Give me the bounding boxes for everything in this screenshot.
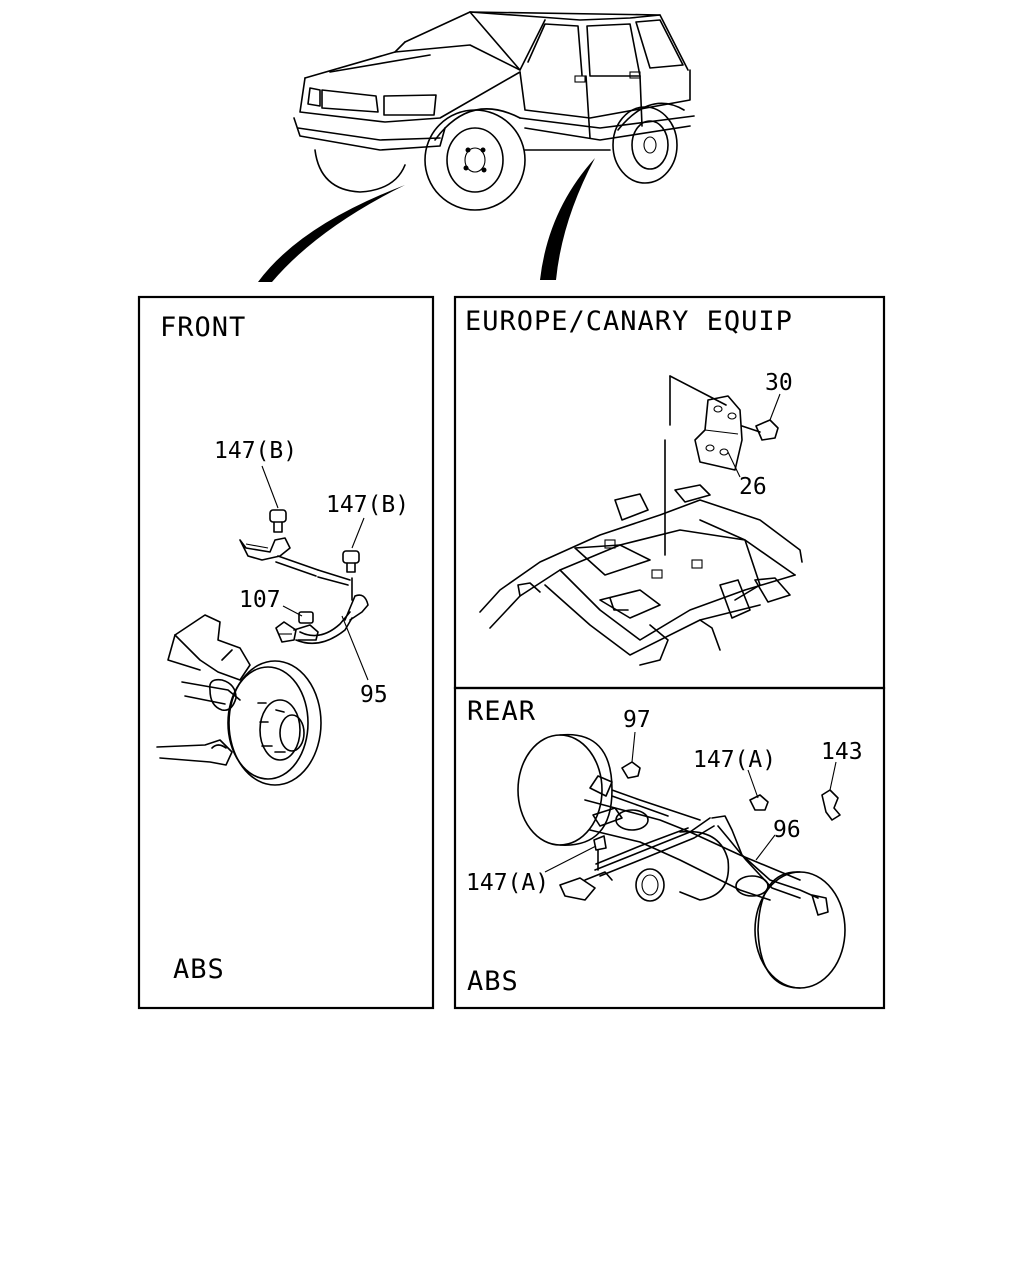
callout-30: 30 <box>765 370 793 396</box>
callout-26: 26 <box>739 474 767 500</box>
callout-147a-top: 147(A) <box>693 747 776 773</box>
front-wheel-hub-drawing <box>156 465 369 786</box>
rear-panel-title: REAR <box>467 696 536 727</box>
callout-147a-left: 147(A) <box>466 870 549 896</box>
callout-96: 96 <box>773 817 801 843</box>
callout-97: 97 <box>623 707 651 733</box>
vehicle-illustration <box>258 11 695 282</box>
callout-147b-right: 147(B) <box>326 492 409 518</box>
callout-107: 107 <box>239 587 281 613</box>
rear-panel-frame <box>453 686 886 1010</box>
chassis-frame-drawing <box>479 375 803 666</box>
europe-panel-frame <box>453 295 886 690</box>
front-panel-title: FRONT <box>160 312 246 343</box>
callout-95: 95 <box>360 682 388 708</box>
europe-panel-title: EUROPE/CANARY EQUIP <box>465 306 793 337</box>
rear-axle-drawing <box>517 731 846 989</box>
callout-147b-left: 147(B) <box>214 438 297 464</box>
front-panel-frame <box>137 295 435 1010</box>
front-panel-footer: ABS <box>173 954 225 985</box>
rear-panel-footer: ABS <box>467 966 519 997</box>
callout-143: 143 <box>821 739 863 765</box>
